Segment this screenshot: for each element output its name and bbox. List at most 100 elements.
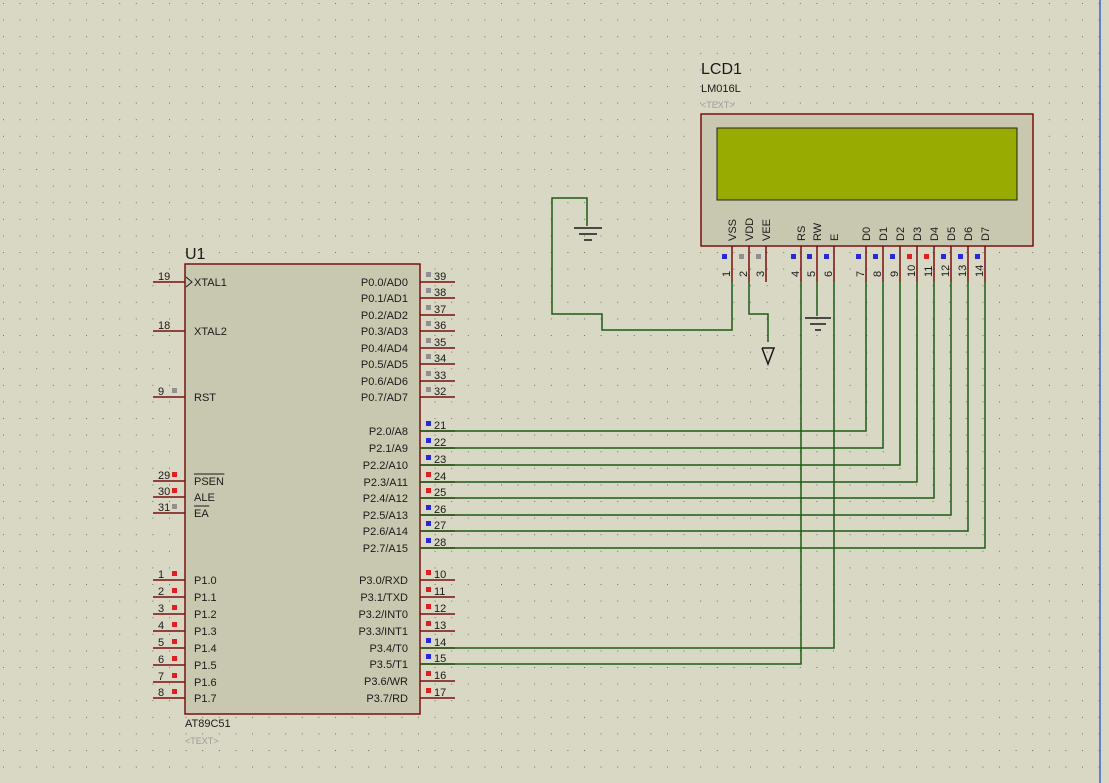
pin-number: 8 (158, 687, 164, 699)
pin-number: 6 (823, 271, 835, 277)
wire-d3 (420, 282, 918, 483)
pin-state-indicator (172, 673, 177, 678)
pin-name: P2.3/A11 (364, 477, 408, 489)
pin-number: 2 (158, 586, 164, 598)
pin-name: ALE (194, 492, 215, 504)
pin-state-indicator (426, 288, 431, 293)
lcd-pin-9[interactable]: 9D2 (889, 227, 907, 282)
u1-body[interactable] (184, 263, 421, 715)
pin-number: 39 (434, 271, 446, 283)
pin-state-indicator (722, 254, 727, 259)
ground-icon (574, 227, 602, 241)
pin-name: D6 (963, 227, 975, 241)
u1-part-label: AT89C51 (185, 718, 231, 730)
pin-name: P0.5/AD5 (361, 359, 408, 371)
pin-name: P1.2 (194, 609, 217, 621)
lcd-pin-5[interactable]: 5RW (806, 222, 824, 282)
lcd-pin-6[interactable]: 6E (823, 234, 841, 282)
lcd-pin-8[interactable]: 8D1 (872, 227, 890, 282)
pin-number: 26 (434, 504, 446, 516)
pin-name: P2.2/A10 (363, 460, 408, 472)
pin-name: PSEN (194, 476, 224, 488)
pin-number: 10 (434, 569, 446, 581)
pin-name: VDD (744, 218, 756, 241)
pin-state-indicator (426, 688, 431, 693)
pin-state-indicator (426, 305, 431, 310)
wire-vss-ground (551, 197, 733, 331)
pin-name: P2.1/A9 (369, 443, 408, 455)
lcd-pin-7[interactable]: 7D0 (855, 227, 873, 282)
pin-number: 12 (434, 603, 446, 615)
pin-state-indicator (172, 656, 177, 661)
lcd-pin-2[interactable]: 2 VDD (738, 218, 756, 282)
lcd-pin-4[interactable]: 4RS (790, 226, 808, 282)
pin-number: 5 (806, 271, 818, 277)
wires (420, 197, 986, 665)
pin-name: E (829, 234, 841, 241)
pin-name: P0.2/AD2 (361, 310, 408, 322)
pin-number: 24 (434, 471, 446, 483)
pin-state-indicator (791, 254, 796, 259)
pin-number: 28 (434, 537, 446, 549)
lcd-screen (716, 127, 1018, 201)
pin-name: D4 (929, 227, 941, 241)
pin-number: 27 (434, 520, 446, 532)
pin-number: 21 (434, 420, 446, 432)
pin-state-indicator (426, 570, 431, 575)
pin-state-indicator (172, 388, 177, 393)
pin-name: D7 (980, 227, 992, 241)
pin-state-indicator (426, 321, 431, 326)
pin-number: 33 (434, 370, 446, 382)
pin-number: 5 (158, 637, 164, 649)
pin-state-indicator (426, 654, 431, 659)
pin-number: 3 (755, 271, 767, 277)
pin-number: 19 (158, 271, 170, 283)
pin-number: 2 (738, 271, 750, 277)
lcd-module[interactable]: LCD1 LM016L <TEXT> 1VSS2VDD3VEE4RS5RW6E7… (700, 61, 1034, 282)
pin-name: P2.5/A13 (363, 510, 408, 522)
pin-name: P1.6 (194, 677, 217, 689)
pin-state-indicator (426, 272, 431, 277)
lcd-part-label: LM016L (701, 83, 741, 95)
pin-state-indicator (807, 254, 812, 259)
